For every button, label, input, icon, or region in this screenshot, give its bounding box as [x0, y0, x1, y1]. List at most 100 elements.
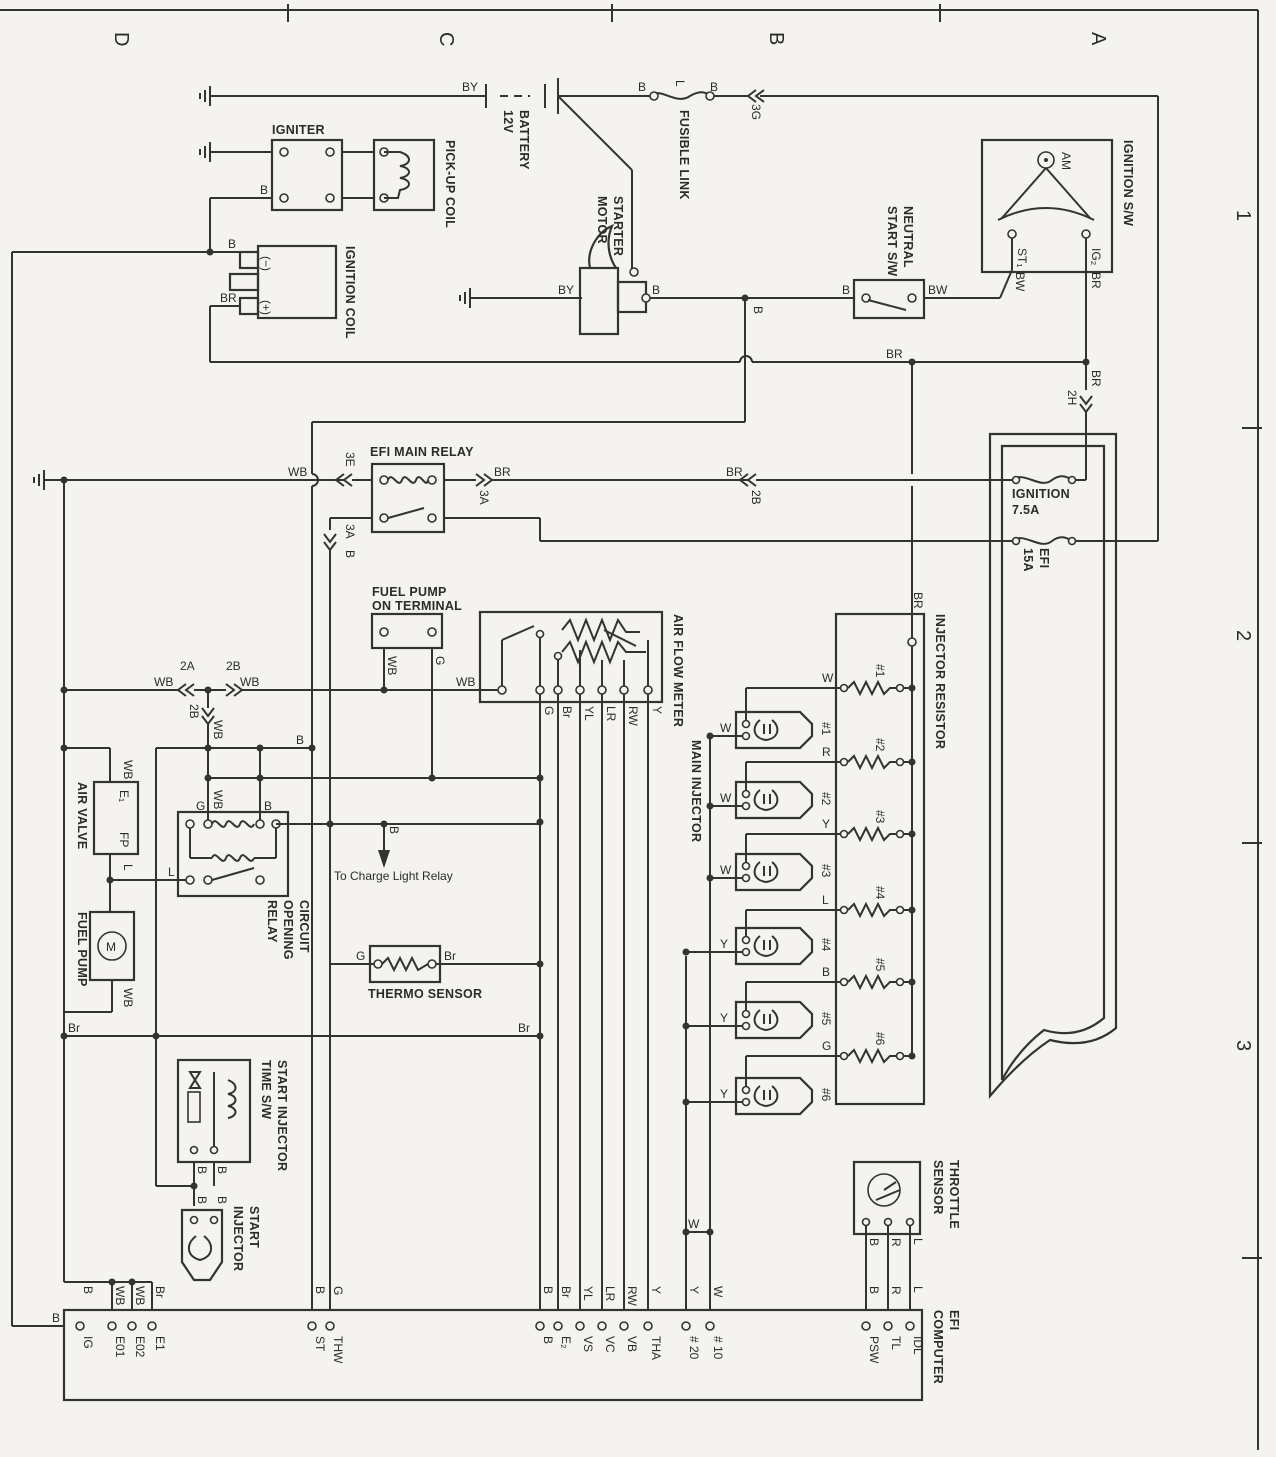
ignition-switch-label: IGNITION S/W: [1121, 140, 1135, 226]
resistor-6: #6G: [822, 1032, 916, 1065]
start-inj-time-sw-label2: TIME S/W: [259, 1060, 273, 1119]
ecu-pin-16: TL R: [883, 1286, 903, 1350]
grid-frame: A B C D 1 2 3: [0, 4, 1262, 1450]
wire-label-b-cor2: B: [264, 799, 272, 813]
connector-2a: 2A: [180, 659, 195, 673]
ecu-pin-wire-15: B: [867, 1286, 881, 1294]
wire-label-b-starter: B: [652, 283, 660, 297]
cor-label-1: CIRCUIT: [297, 900, 311, 953]
wire-label-wb-av: WB: [121, 760, 135, 779]
fuel-pump-terminal-label: FUEL PUMP: [372, 585, 447, 599]
start-injector-group: START INJECTOR TIME S/W B B B B START IN…: [156, 1058, 289, 1282]
neutral-label: NEUTRAL: [901, 206, 915, 268]
air-flow-meter-group: AIR FLOW METER: [478, 610, 685, 727]
start-injector-label2: INJECTOR: [231, 1206, 245, 1271]
injector-wire-3: W: [720, 863, 732, 877]
wire-label-br-ir: BR: [911, 592, 925, 609]
throttle-pin-1: B: [867, 1238, 881, 1246]
main-injector-1: #1W: [706, 687, 840, 750]
resistor-2: #2R: [822, 738, 916, 771]
ecu-pin-1: IGB: [75, 1286, 95, 1349]
ecu-pin-wire-8: Br: [559, 1286, 573, 1298]
coil-minus-label: (−): [259, 256, 273, 271]
wire-label-b-fl2: B: [710, 80, 718, 94]
grid-row-b: B: [765, 32, 787, 45]
ecu-pin-name-13: # 20: [687, 1336, 701, 1360]
connector-3a-2: 3A: [343, 524, 357, 539]
wire-label-l-fl: L: [673, 80, 687, 87]
ecu-pin-name-12: THA: [649, 1336, 663, 1360]
main-injector-label: MAIN INJECTOR: [689, 740, 703, 842]
wire-label-b-charge: B: [387, 826, 401, 834]
fuel-pump-label: FUEL PUMP: [75, 912, 89, 987]
ecu-pin-wire-16: R: [889, 1286, 903, 1295]
wire-label-l-av: L: [121, 864, 135, 871]
injector-label-6: #6: [819, 1088, 833, 1102]
ecu-pin-name-14: # 10: [711, 1336, 725, 1360]
cor-label-3: RELAY: [265, 900, 279, 943]
ecu-pin-5: STB: [307, 1286, 327, 1352]
ecu-pin-wire-2: WB: [113, 1286, 127, 1305]
efi-main-relay-box: [370, 462, 446, 534]
ecu-pin-name-16: TL: [889, 1336, 903, 1350]
ignition-coil-label: IGNITION COIL: [343, 246, 357, 339]
ground-bus: [33, 470, 152, 1286]
wire-label-b-vert: B: [751, 306, 765, 314]
wire-label-w-inj: W: [688, 1217, 700, 1231]
battery-label: BATTERY: [517, 110, 531, 170]
coil-plus-label: (+): [259, 300, 273, 315]
starter-group: BY STARTER MOTOR B B B NEUTRAL START S/W…: [459, 196, 1013, 336]
air-flow-meter-label: AIR FLOW METER: [671, 614, 685, 727]
fuse-box-group: IGNITION 7.5A EFI 15A BR 2B: [540, 412, 1158, 1100]
injector-resistor-group: BR INJECTOR RESISTOR: [834, 486, 947, 1106]
resistor-label-2: #2: [873, 738, 887, 752]
connector-3a: 3A: [477, 490, 491, 505]
circuit-opening-relay-box: [176, 810, 290, 898]
igniter-box: [270, 138, 344, 212]
grid-row-a: A: [1087, 32, 1109, 46]
injector-label-5: #5: [819, 1012, 833, 1026]
air-valve-box: [92, 780, 140, 856]
ecu-pin-name-1: IG: [81, 1336, 95, 1349]
ignition-coil-group: (−) (+) IGNITION COIL B BR: [11, 237, 357, 1327]
wire-label-bw: BW: [928, 283, 948, 297]
wire-label-b-cor: B: [296, 733, 304, 747]
wire-label-wb-2a: WB: [154, 675, 173, 689]
ecu-pin-name-17: IDL: [911, 1336, 925, 1355]
fuel-pump-terminal-label2: ON TERMINAL: [372, 599, 462, 613]
afm-pin-3: YL: [582, 706, 596, 721]
resistor-label-1: #1: [873, 664, 887, 678]
wire-label-g-fpt: G: [433, 656, 447, 665]
ecu-pin-name-2: E01: [113, 1336, 127, 1358]
wire-label-wb-relay: WB: [288, 465, 307, 479]
starter-label: STARTER: [611, 196, 625, 256]
resistor-label-4: #4: [873, 886, 887, 900]
efi-computer-group: EFI COMPUTER: [62, 1308, 961, 1402]
ecu-pin-wire-7: B: [541, 1286, 555, 1294]
fusible-link-label: FUSIBLE LINK: [677, 110, 691, 200]
resistor-5: #5B: [822, 958, 916, 991]
wire-label-b-relay: B: [343, 550, 357, 558]
efi-computer-label2: COMPUTER: [931, 1310, 945, 1384]
wire-label-b-si: B: [195, 1196, 209, 1204]
charge-light-label: To Charge Light Relay: [334, 869, 453, 883]
connector-3g: 3G: [749, 104, 763, 120]
fuse-ignition-label: IGNITION: [1012, 487, 1070, 501]
throttle-sensor-group: THROTTLE SENSOR: [852, 1160, 961, 1310]
thermo-sensor-label: THERMO SENSOR: [368, 987, 482, 1001]
afm-pin-5: RW: [626, 706, 640, 726]
ignition-switch-group: AM IG₂ ST₁ IGNITION S/W BW BR BR 2H: [980, 138, 1135, 414]
air-flow-meter-box: [478, 610, 664, 704]
injector-label-1: #1: [819, 722, 833, 736]
throttle-label: THROTTLE: [947, 1160, 961, 1229]
ecu-pin-wire-3: WB: [133, 1286, 147, 1305]
wire-label-br-2b: BR: [726, 465, 743, 479]
efi-computer-box: [62, 1308, 924, 1402]
